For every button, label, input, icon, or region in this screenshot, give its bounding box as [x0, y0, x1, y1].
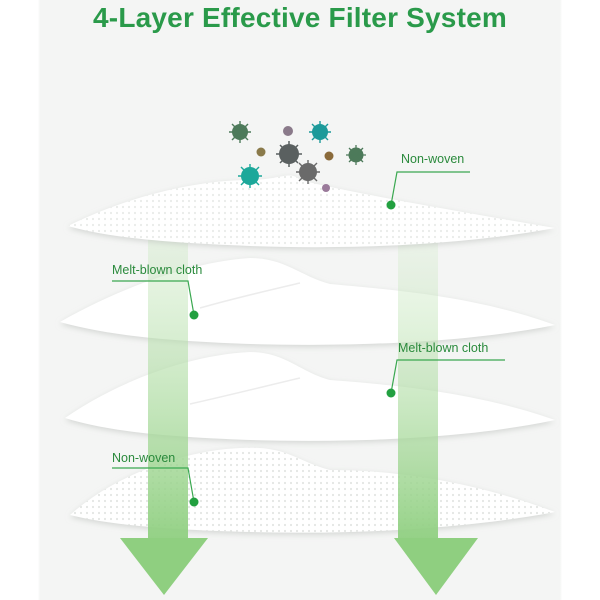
layer-3-label: Melt-blown cloth: [398, 341, 489, 355]
layer-1-label: Non-woven: [401, 152, 465, 166]
virus-particle-icon: [322, 184, 330, 192]
layer-2-label: Melt-blown cloth: [112, 263, 203, 277]
leader-non-woven-top: [386, 171, 470, 210]
virus-particle-icon: [229, 121, 251, 143]
virus-particle-icon: [276, 141, 302, 167]
layer-4-label: Non-woven: [112, 451, 176, 465]
page-title: 4-Layer Effective Filter System: [93, 2, 507, 33]
virus-particle-icon: [324, 151, 334, 161]
leader-non-woven-bottom: [112, 467, 199, 507]
leader-melt-blown-right: [386, 359, 505, 398]
leader-melt-blown-left: [112, 280, 199, 320]
leader-dot-icon: [189, 310, 199, 320]
virus-particle-icon: [309, 121, 331, 143]
leader-dot-icon: [386, 388, 396, 398]
down-arrow-icon: [394, 240, 478, 595]
virus-particle-icon: [283, 126, 293, 136]
layer-3-sheet: [65, 352, 555, 441]
leader-dot-icon: [386, 200, 396, 210]
layer-1-sheet: [68, 175, 555, 248]
virus-particle-icon: [346, 145, 366, 165]
leader-dot-icon: [189, 497, 199, 507]
virus-particle-icon: [296, 160, 320, 184]
down-arrow-icon: [120, 200, 208, 595]
virus-particle-icon: [256, 147, 266, 157]
virus-particle-icon: [238, 164, 262, 188]
